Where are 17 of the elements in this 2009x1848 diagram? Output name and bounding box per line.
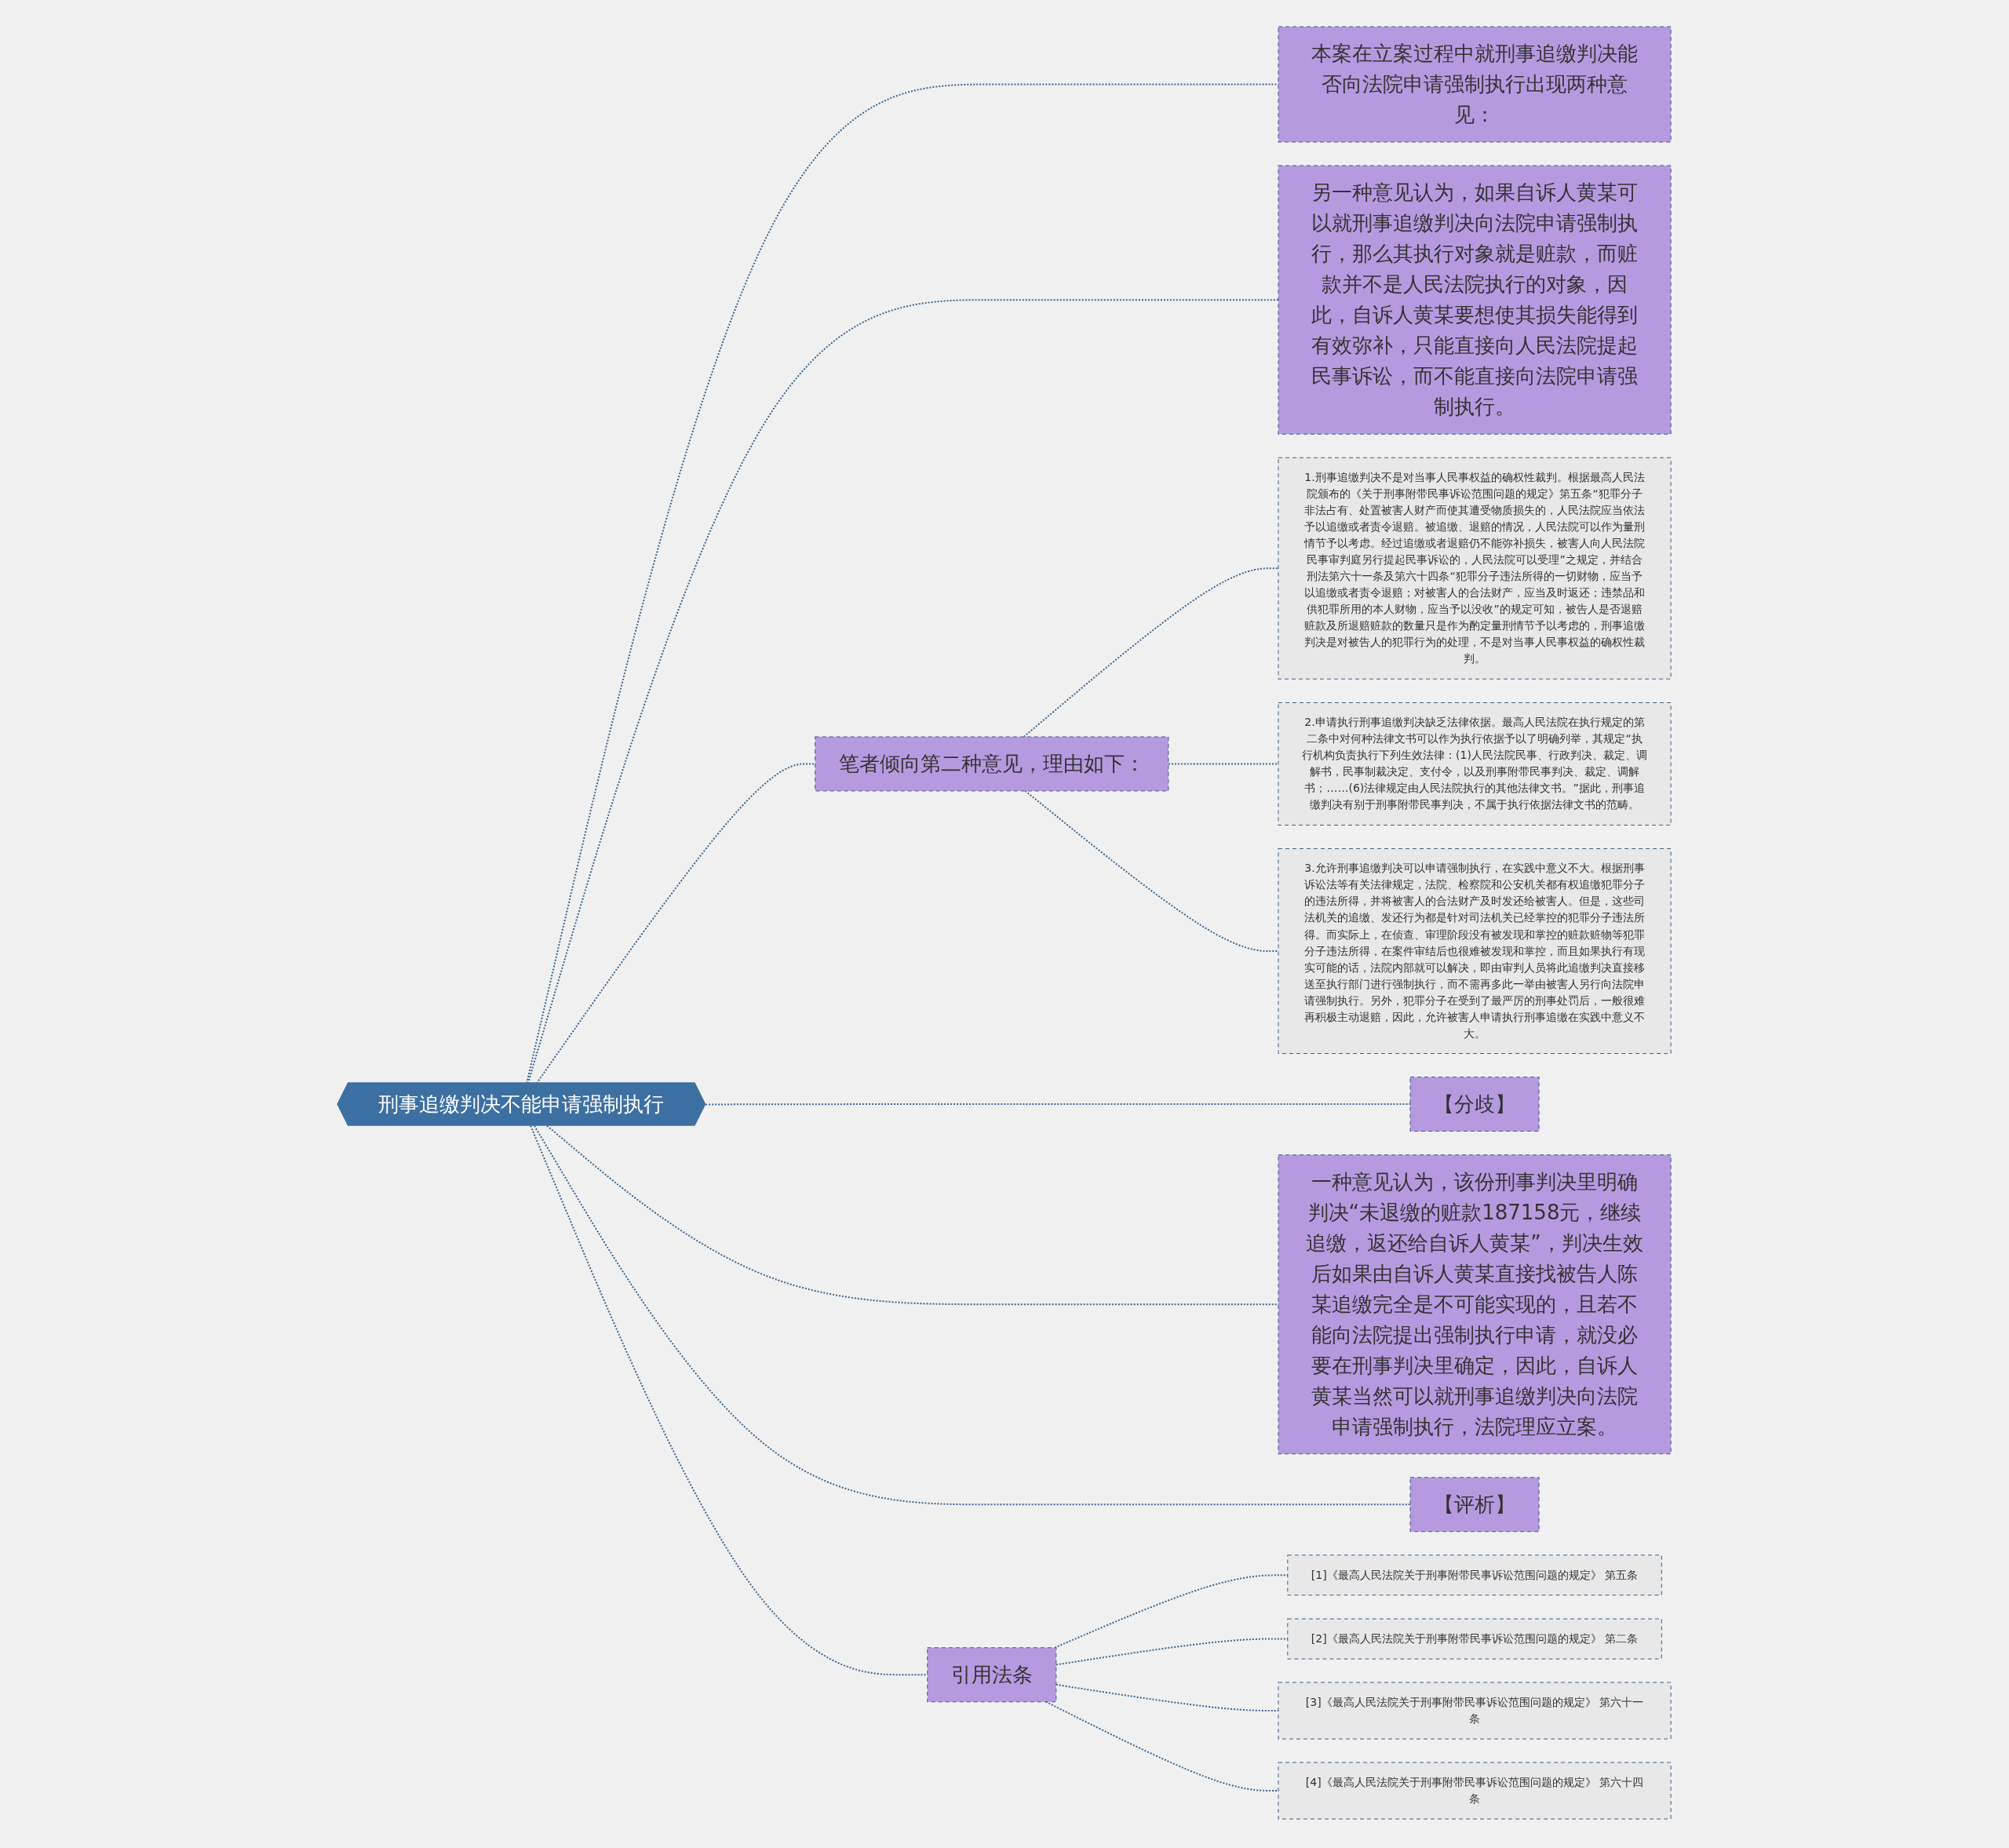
connector [705, 1103, 1412, 1106]
node-box: 2.申请执行刑事追缴判决缺乏法律依据。最高人民法院在执行规定的第二条中对何种法律文书可以作为执行依据予以了明确列举，其规定“执行机构负责执行下列生效法律：(1)人民法院民事、行政判决、裁定、调解书，民事制裁决定、支付令，以及刑事附带民事判决、裁定、调解书；……(6)法律规定由人民法院执行的其他法律文书。”据此，刑事追缴判决有别于刑事附带民事判决，不属于执行依据法律文书的范畴。 [1278, 702, 1672, 826]
node-box: 3.允许刑事追缴判决可以申请强制执行，在实践中意义不大。根据刑事诉讼法等有关法律规定，法院、检察院和公安机关都有权追缴犯罪分子的违法所得，并将被害人的合法财产及时发还给被害人。但是，这些司法机关的追缴、发还行为都是针对司法机关已经掌控的犯罪分子违法所得。而实际上，在侦查、审理阶段没有被发现和掌控的赃款赃物等犯罪分子违法所得，在案件审结后也很难被发现和掌控，而且如果执行有现实可能的话，法院内部就可以解决，即由审判人员将此追缴判决直接移送至执行部门进行强制执行，而不需再多此一举由被害人另行向法院申请强制执行。另外，犯罪分子在受到了最严厉的刑事处罚后，一般很难再积极主动退赔，因此，允许被害人申请执行刑事追缴在实践中意义不大。 [1278, 847, 1672, 1054]
node-box: 笔者倾向第二种意见，理由如下： [815, 735, 1169, 791]
node-box: 另一种意见认为，如果自诉人黄某可以就刑事追缴判决向法院申请强制执行，那么其执行对象就是赃款，而赃款并不是人民法院执行的对象，因此，自诉人黄某要想使其损失能得到有效弥补，只能直接向人民法院提起民事诉讼，而不能直接向法院申请强制执行。 [1278, 165, 1672, 435]
node-box: 【分歧】 [1409, 1076, 1540, 1132]
connector [534, 1124, 1412, 1505]
node-box: 一种意见认为，该份刑事判决里明确判决“未退缴的赃款187158元，继续追缴，返还给自诉人黄某”，判决生效后如果由自诉人黄某直接找被告人陈某追缴完全是不可能实现的，且若不能向法院提出强制执行申请，就没必要在刑事判决里确定，因此，自诉人黄某当然可以就刑事追缴判决向法院申请强制执行，法院理应立案。 [1278, 1154, 1672, 1454]
node-box: 1.刑事追缴判决不是对当事人民事权益的确权性裁判。根据最高人民法院颁布的《关于刑事附带民事诉讼范围问题的规定》第五条“犯罪分子非法占有、处置被害人财产而使其遭受物质损失的，人民法院应当依法予以追缴或者责令退赔。被追缴、退赔的情况，人民法院可以作为量刑情节予以考虑。经过追缴或者退赔仍不能弥补损失，被害人向人民法院民事审判庭另行提起民事诉讼的，人民法院可以受理”之规定，并结合刑法第六十一条及第六十四条“犯罪分子违法所得的一切财物，应当予以追缴或者责令退赔；对被害人的合法财产，应当及时返还；违禁品和供犯罪所用的本人财物，应当予以没收”的规定可知，被告人是否退赔赃款及所退赔赃款的数量只是作为酌定量刑情节予以考虑的，刑事追缴判决是对被告人的犯罪行为的处理，不是对当事人民事权益的确权性裁判。 [1278, 457, 1672, 680]
node-box: [3]《最高人民法院关于刑事附带民事诉讼范围问题的规定》 第六十一条 [1278, 1681, 1672, 1739]
node-box: 本案在立案过程中就刑事追缴判决能否向法院申请强制执行出现两种意见： [1278, 26, 1672, 143]
node-box: [1]《最高人民法院关于刑事附带民事诉讼范围问题的规定》 第五条 [1287, 1554, 1663, 1595]
node-box: [2]《最高人民法院关于刑事附带民事诉讼范围问题的规定》 第二条 [1287, 1617, 1663, 1659]
node-box: 引用法条 [927, 1646, 1057, 1702]
node-box: 【评析】 [1409, 1476, 1540, 1532]
connector [1023, 567, 1280, 738]
node-box: [4]《最高人民法院关于刑事附带民事诉讼范围问题的规定》 第六十四条 [1278, 1761, 1672, 1819]
